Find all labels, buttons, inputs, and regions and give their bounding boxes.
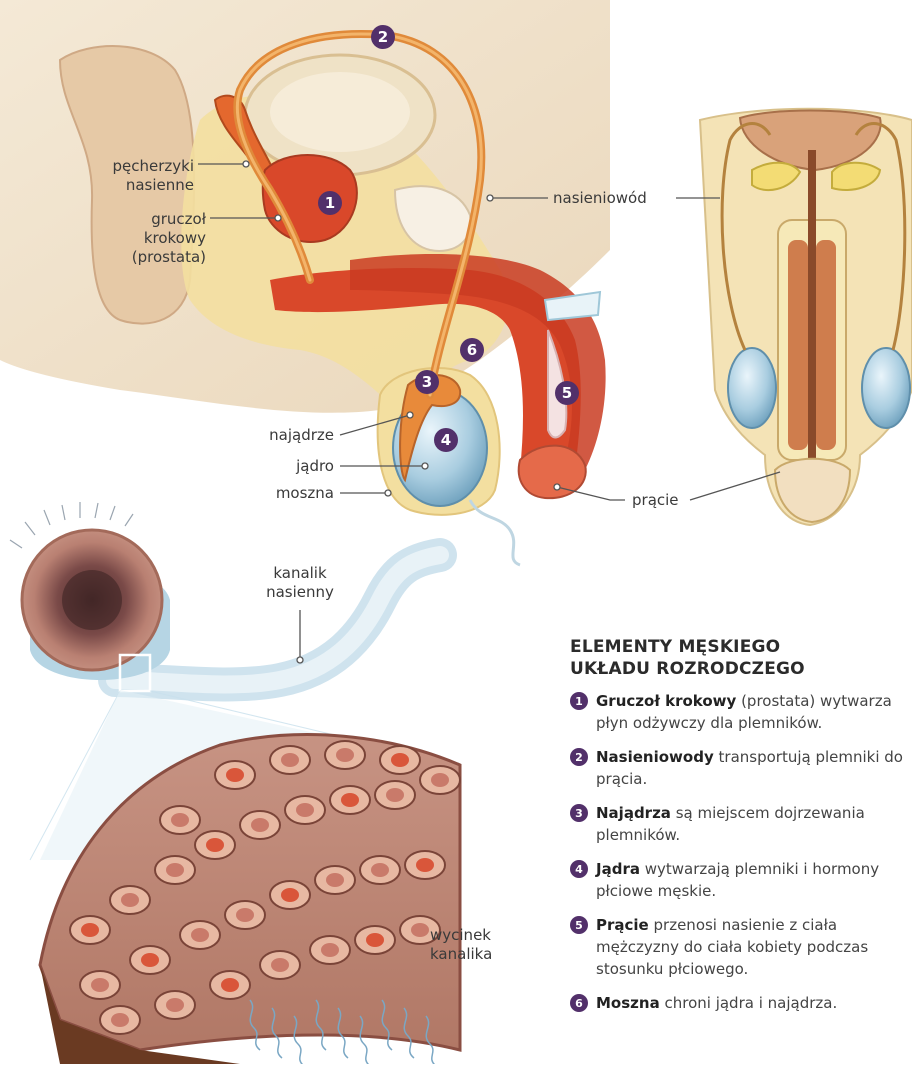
legend-number-badge: 4 — [570, 860, 588, 878]
side-view-illustration — [0, 0, 610, 565]
tubule-cell-nucleus — [91, 978, 109, 992]
legend-item: 5 Prącie przenosi nasienie z ciała mężcz… — [570, 914, 912, 980]
svg-text:2: 2 — [378, 28, 388, 46]
tubule-cell-nucleus — [366, 933, 384, 947]
label-moszna: moszna — [276, 484, 334, 502]
tubule-cell-nucleus — [226, 768, 244, 782]
badge-4: 4 — [434, 428, 458, 452]
tubule-cell-nucleus — [121, 893, 139, 907]
legend-number-badge: 1 — [570, 692, 588, 710]
label-pecherzyki-1: pęcherzyki — [112, 157, 194, 175]
tubule-cell-nucleus — [236, 908, 254, 922]
tubule-cell-nucleus — [206, 838, 224, 852]
tubule-cell-nucleus — [341, 793, 359, 807]
legend-number-badge: 3 — [570, 804, 588, 822]
badge-6: 6 — [460, 338, 484, 362]
legend-title: ELEMENTY MĘSKIEGO UKŁADU ROZRODCZEGO — [570, 636, 912, 680]
badge-5: 5 — [555, 381, 579, 405]
tubule-cell-nucleus — [296, 803, 314, 817]
tubule-cell-nucleus — [191, 928, 209, 942]
label-najadrze: najądrze — [269, 426, 334, 444]
legend-title-line1: ELEMENTY MĘSKIEGO — [570, 636, 912, 658]
legend-description: chroni jądra i najądrza. — [664, 994, 837, 1012]
legend-item: 6 Moszna chroni jądra i najądrza. — [570, 992, 912, 1014]
tubule-cell-nucleus — [81, 923, 99, 937]
tubule-cell-nucleus — [371, 863, 389, 877]
label-gruczol-2: krokowy — [144, 229, 206, 247]
label-pecherzyki-2: nasienne — [126, 176, 194, 194]
tubule-cell-nucleus — [281, 753, 299, 767]
tubule-cell-nucleus — [271, 958, 289, 972]
tubule-cell-nucleus — [166, 863, 184, 877]
legend-term: Najądrza — [596, 804, 671, 822]
tubule-cell-nucleus — [141, 953, 159, 967]
legend-item: 4 Jądra wytwarzają plemniki i hormony pł… — [570, 858, 912, 902]
svg-text:3: 3 — [422, 373, 432, 391]
label-jadro: jądro — [295, 457, 334, 475]
front-view-illustration — [700, 109, 912, 525]
legend-items: 1 Gruczoł krokowy (prostata) wytwarza pł… — [570, 690, 912, 1014]
front-testis-right — [862, 348, 910, 428]
svg-text:6: 6 — [467, 341, 477, 359]
front-testis-left — [728, 348, 776, 428]
tubule-cell-nucleus — [386, 788, 404, 802]
legend-number-badge: 6 — [570, 994, 588, 1012]
legend-term: Moszna — [596, 994, 660, 1012]
glans — [519, 446, 586, 499]
legend-item: 1 Gruczoł krokowy (prostata) wytwarza pł… — [570, 690, 912, 734]
legend-term: Prącie — [596, 916, 649, 934]
label-wycinek-1: wycinek — [430, 926, 491, 944]
label-gruczol-3: (prostata) — [132, 248, 206, 266]
label-gruczol-1: gruczoł — [151, 210, 206, 228]
tubule-cell-nucleus — [416, 858, 434, 872]
legend-term: Jądra — [596, 860, 640, 878]
label-wycinek-2: kanalika — [430, 945, 492, 963]
tubule-cell-nucleus — [221, 978, 239, 992]
tubule-cell-nucleus — [171, 813, 189, 827]
label-pracie: prącie — [632, 491, 679, 509]
legend-term: Gruczoł krokowy — [596, 692, 736, 710]
tubule-cell-nucleus — [326, 873, 344, 887]
svg-text:4: 4 — [441, 431, 451, 449]
tubule-cell-nucleus — [321, 943, 339, 957]
label-kanalik-2: nasienny — [266, 583, 334, 601]
legend-title-line2: UKŁADU ROZRODCZEGO — [570, 658, 912, 680]
tubule-cell-nucleus — [336, 748, 354, 762]
legend-term: Nasieniowody — [596, 748, 714, 766]
label-nasieniowod: nasieniowód — [553, 189, 647, 207]
tubule-cell-nucleus — [111, 1013, 129, 1027]
legend-number-badge: 2 — [570, 748, 588, 766]
badge-3: 3 — [415, 370, 439, 394]
tubule-cell-nucleus — [281, 888, 299, 902]
tubule-cell-nucleus — [411, 923, 429, 937]
tubule-cell-nucleus — [166, 998, 184, 1012]
legend: ELEMENTY MĘSKIEGO UKŁADU ROZRODCZEGO 1 G… — [570, 636, 912, 1026]
svg-text:1: 1 — [325, 194, 335, 212]
tubule-cell-nucleus — [251, 818, 269, 832]
legend-number-badge: 5 — [570, 916, 588, 934]
legend-item: 3 Najądrza są miejscem dojrzewania plemn… — [570, 802, 912, 846]
badge-2: 2 — [371, 25, 395, 49]
legend-item: 2 Nasieniowody transportują plemniki do … — [570, 746, 912, 790]
badge-1: 1 — [318, 191, 342, 215]
label-kanalik-1: kanalik — [273, 564, 327, 582]
tubule-cell-nucleus — [431, 773, 449, 787]
tubule-cell-nucleus — [391, 753, 409, 767]
svg-text:5: 5 — [562, 384, 572, 402]
